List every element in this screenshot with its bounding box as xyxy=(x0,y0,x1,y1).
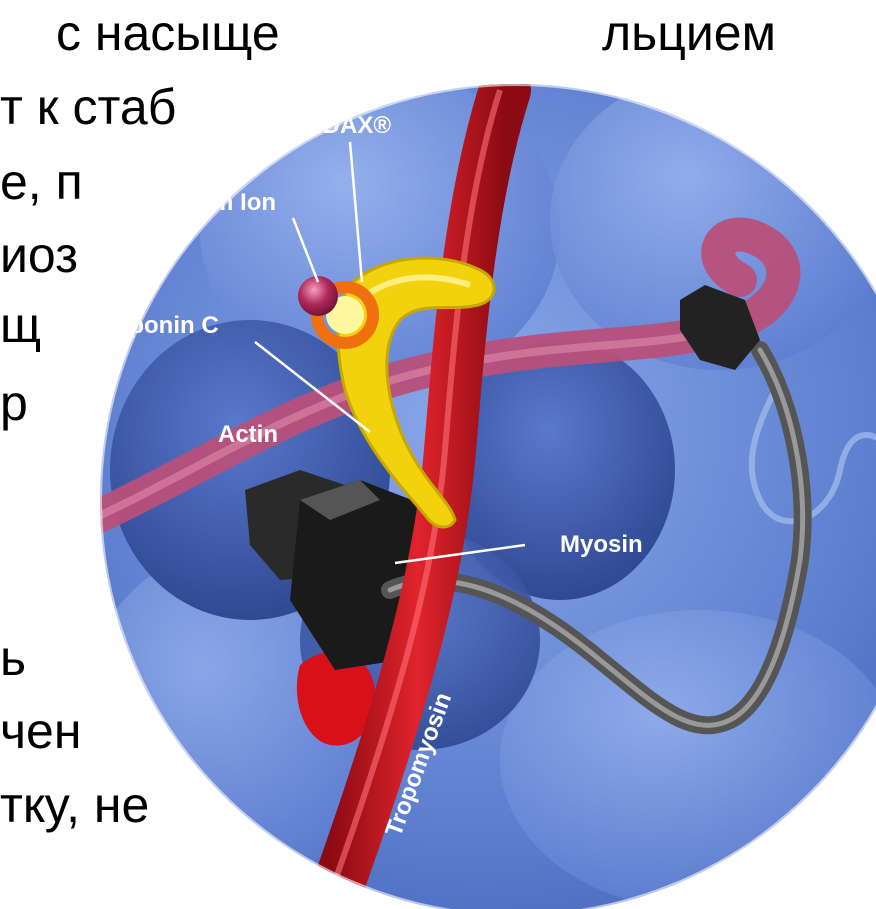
troponin-c-label: Troponin C xyxy=(92,312,219,339)
myosin-label: Myosin xyxy=(560,531,643,558)
calcium-ion-label: Calcium Ion xyxy=(140,189,276,216)
actin-label: Actin xyxy=(218,421,278,448)
